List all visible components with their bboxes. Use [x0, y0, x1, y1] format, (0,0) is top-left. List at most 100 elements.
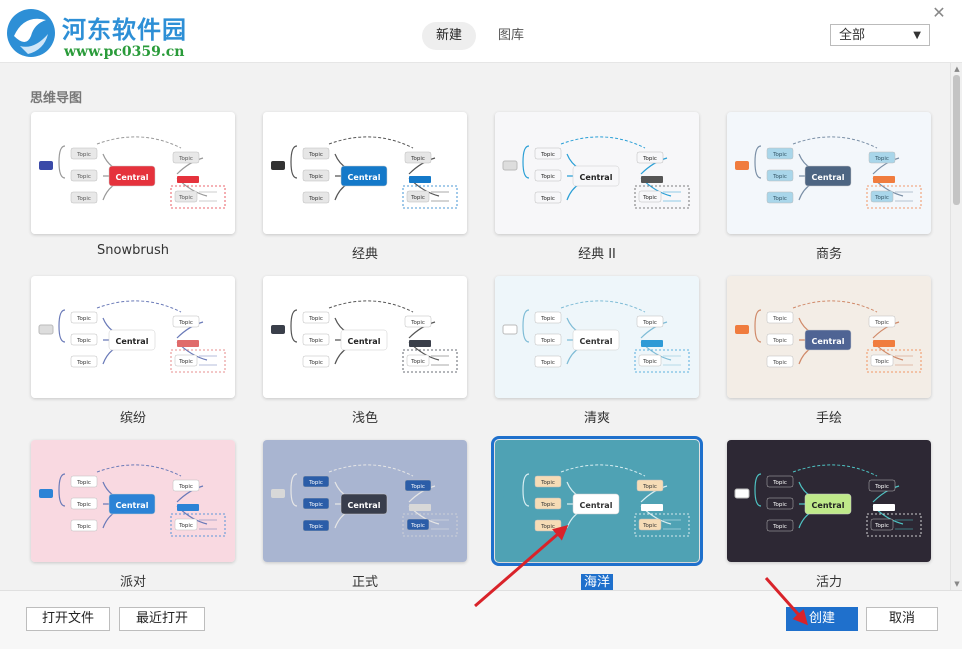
- thumb-topic-label: Topic: [642, 320, 657, 326]
- thumb-relationship: [328, 300, 414, 313]
- thumb-accent-block: [873, 176, 895, 183]
- thumb-topic-label: Topic: [772, 152, 787, 158]
- thumb-marker: [502, 160, 518, 171]
- thumb-connector: [640, 485, 668, 503]
- thumb-topic-label: Topic: [642, 359, 657, 365]
- template-name: 经典: [351, 247, 378, 262]
- thumb-topic-label: Topic: [642, 484, 657, 490]
- thumb-central-node: [804, 165, 852, 187]
- thumb-topic-node: [302, 519, 330, 532]
- thumb-bracket: [754, 145, 762, 179]
- thumb-connector: [408, 321, 436, 339]
- thumb-central-node: [108, 165, 156, 187]
- thumb-central-label: Central: [812, 337, 845, 346]
- thumb-connector: [640, 157, 668, 175]
- thumb-central-node: [340, 493, 388, 515]
- thumb-topic-node: [174, 190, 198, 203]
- thumb-topic-label: Topic: [540, 480, 555, 486]
- thumb-topic-node: [534, 169, 562, 182]
- thumb-topic-label: Topic: [874, 156, 889, 162]
- thumb-bracket: [290, 145, 298, 179]
- thumb-accent-block: [641, 340, 663, 347]
- template-label: 正式: [263, 571, 467, 590]
- thumb-topic-label: Topic: [874, 484, 889, 490]
- template-name: 清爽: [583, 411, 610, 426]
- thumb-topic-label: Topic: [410, 523, 425, 529]
- thumb-topic-node: [404, 151, 432, 164]
- thumb-central-node: [572, 165, 620, 187]
- template-label: 手绘: [727, 407, 931, 426]
- thumb-accent-block: [409, 504, 431, 511]
- close-icon[interactable]: ✕: [932, 3, 946, 22]
- thumb-relationship: [792, 136, 878, 149]
- thumb-topic-node: [302, 311, 330, 324]
- thumb-central-label: Central: [348, 501, 381, 510]
- thumb-topic-label: Topic: [874, 523, 889, 529]
- cancel-button[interactable]: 取消: [866, 607, 938, 631]
- thumb-topic-label: Topic: [76, 480, 91, 486]
- tab-new[interactable]: 新建: [422, 22, 477, 50]
- watermark-logo-icon: [7, 9, 55, 57]
- scroll-down-icon[interactable]: ▼: [954, 580, 960, 588]
- thumb-topic-node: [70, 519, 98, 532]
- thumb-central-label: Central: [580, 337, 613, 346]
- thumb-boundary: [170, 185, 226, 209]
- thumb-topic-label: Topic: [772, 174, 787, 180]
- thumb-topic-node: [636, 151, 664, 164]
- thumb-topic-node: [534, 475, 562, 488]
- open-file-button[interactable]: 打开文件: [26, 607, 110, 631]
- thumb-topic-label: Topic: [410, 320, 425, 326]
- tab-gallery[interactable]: 图库: [498, 28, 525, 43]
- thumb-bracket: [290, 309, 298, 343]
- category-filter-select[interactable]: 全部 ▼: [830, 24, 930, 46]
- thumb-topic-node: [302, 191, 330, 204]
- thumb-relationship: [96, 136, 182, 149]
- thumb-topic-label: Topic: [76, 360, 91, 366]
- thumb-topic-label: Topic: [772, 196, 787, 202]
- template-label: 经典 II: [495, 243, 699, 262]
- thumb-connector: [176, 157, 204, 175]
- thumb-topic-label: Topic: [308, 480, 323, 486]
- create-button[interactable]: 创建: [786, 607, 858, 631]
- thumb-topic-label: Topic: [76, 152, 91, 158]
- watermark-url: www.pc0359.cn: [64, 44, 185, 60]
- thumb-accent-block: [641, 504, 663, 511]
- recent-files-button[interactable]: 最近打开: [119, 607, 205, 631]
- scroll-up-icon[interactable]: ▲: [954, 65, 960, 73]
- thumb-topic-node: [534, 333, 562, 346]
- thumb-topic-label: Topic: [308, 196, 323, 202]
- thumb-connector: [176, 321, 204, 339]
- thumb-boundary: [866, 349, 922, 373]
- thumb-topic-label: Topic: [76, 524, 91, 530]
- thumb-boundary: [634, 349, 690, 373]
- thumb-topic-node: [70, 497, 98, 510]
- thumb-central-label: Central: [116, 173, 149, 182]
- vertical-scrollbar[interactable]: ▲ ▼: [950, 63, 962, 590]
- template-label: 清爽: [495, 407, 699, 426]
- section-title: 思维导图: [30, 91, 83, 106]
- thumb-topic-node: [70, 191, 98, 204]
- scrollbar-thumb[interactable]: [953, 75, 960, 205]
- template-name: 活力: [815, 575, 842, 590]
- thumb-topic-label: Topic: [308, 360, 323, 366]
- thumb-topic-label: Topic: [772, 316, 787, 322]
- thumb-topic-node: [70, 147, 98, 160]
- template-label: 海洋: [495, 571, 699, 590]
